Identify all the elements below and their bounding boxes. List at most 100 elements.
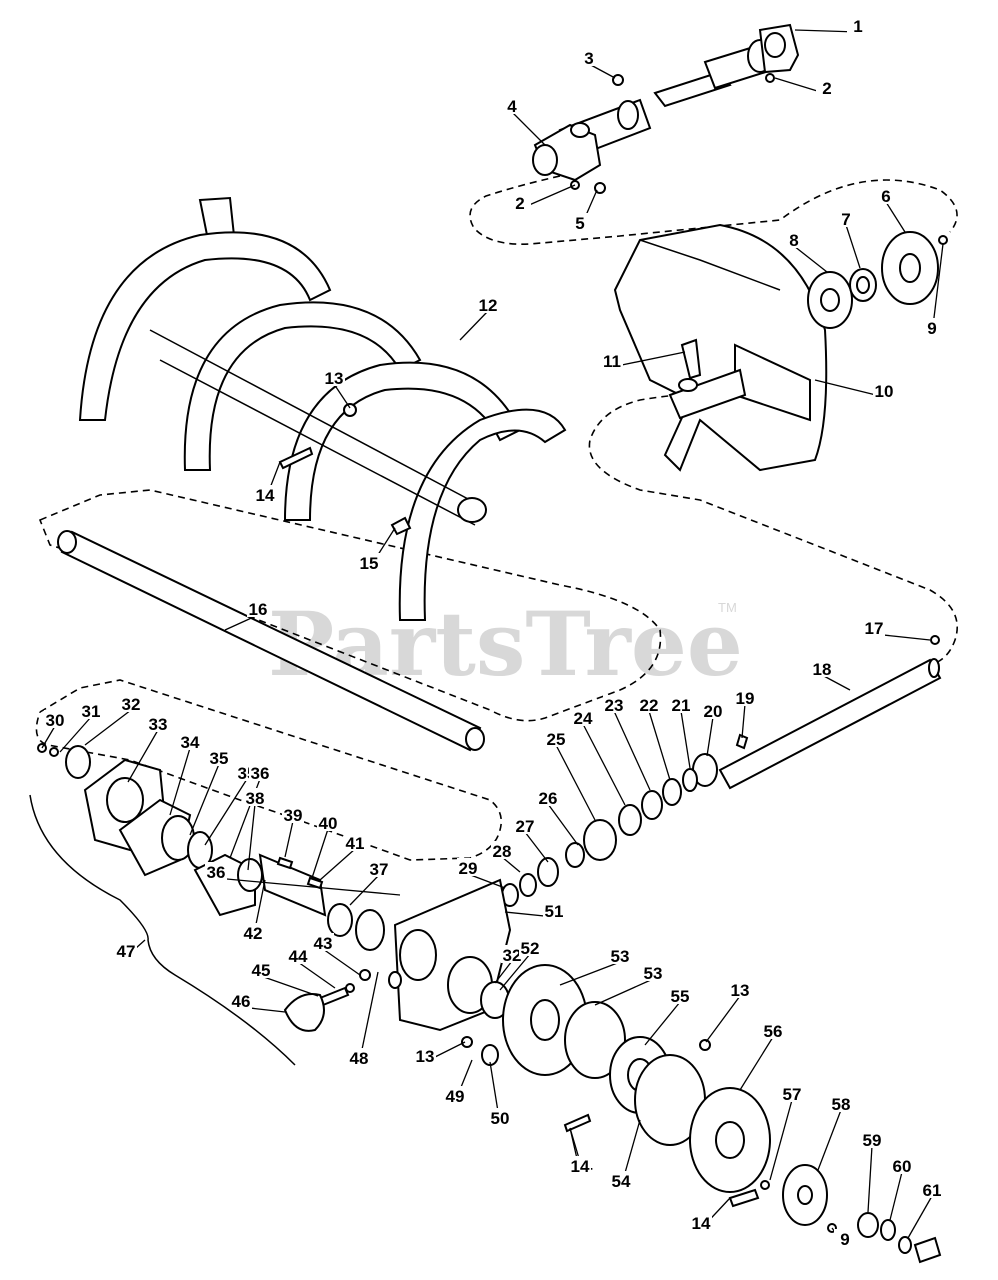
callout-61[interactable]: 61 <box>923 1181 942 1200</box>
callout-bg-13 <box>323 368 345 386</box>
callout-leader-36 <box>215 877 401 896</box>
callout-58[interactable]: 58 <box>832 1095 851 1114</box>
callout-35[interactable]: 35 <box>210 749 229 768</box>
watermark-trademark: TM <box>718 600 737 615</box>
callout-42[interactable]: 42 <box>244 924 263 943</box>
callout-3[interactable]: 3 <box>584 49 593 68</box>
callout-leader-32 <box>494 960 513 984</box>
callout-bg-52 <box>519 938 541 956</box>
callout-13[interactable]: 13 <box>325 369 344 388</box>
callout-2[interactable]: 2 <box>822 79 831 98</box>
callout-19[interactable]: 19 <box>736 689 755 708</box>
callout-22[interactable]: 22 <box>640 696 659 715</box>
callout-32[interactable]: 32 <box>503 946 522 965</box>
callout-6[interactable]: 6 <box>881 187 890 206</box>
callout-44[interactable]: 44 <box>289 947 308 966</box>
callout-bg-37 <box>368 859 390 877</box>
callout-53[interactable]: 53 <box>644 964 663 983</box>
callout-53[interactable]: 53 <box>611 947 630 966</box>
callout-21[interactable]: 21 <box>672 696 691 715</box>
callout-54[interactable]: 54 <box>612 1172 631 1191</box>
callout-34[interactable]: 34 <box>181 733 200 752</box>
callout-30[interactable]: 30 <box>46 711 65 730</box>
callout-36[interactable]: 36 <box>207 863 226 882</box>
callout-bg-42 <box>242 923 264 941</box>
callout-11[interactable]: 11 <box>603 352 621 371</box>
callout-45[interactable]: 45 <box>252 961 271 980</box>
callout-bg-9 <box>921 318 943 336</box>
callout-bg-38 <box>244 788 266 806</box>
callout-14[interactable]: 14 <box>256 486 275 505</box>
callout-13[interactable]: 13 <box>731 981 750 1000</box>
callout-leader-40 <box>311 828 329 879</box>
callout-15[interactable]: 15 <box>360 554 379 573</box>
callout-33[interactable]: 33 <box>149 715 168 734</box>
callout-layer: 1223456789910111213131314141414151617181… <box>41 16 944 1249</box>
callout-bg-39 <box>282 805 304 823</box>
callout-bg-3 <box>578 48 600 66</box>
callout-52[interactable]: 52 <box>521 939 540 958</box>
callout-7[interactable]: 7 <box>841 210 850 229</box>
callout-32[interactable]: 32 <box>122 695 141 714</box>
callout-4[interactable]: 4 <box>507 97 517 116</box>
callout-26[interactable]: 26 <box>539 789 558 808</box>
callout-bg-32 <box>501 945 523 963</box>
callout-40[interactable]: 40 <box>319 814 338 833</box>
driveshaft-assembly <box>532 23 800 194</box>
callout-24[interactable]: 24 <box>574 709 593 728</box>
callout-16[interactable]: 16 <box>249 600 268 619</box>
callout-47[interactable]: 47 <box>117 942 136 961</box>
callout-1[interactable]: 1 <box>853 17 862 36</box>
callout-bg-45 <box>250 960 272 978</box>
callout-9[interactable]: 9 <box>840 1230 849 1249</box>
callout-43[interactable]: 43 <box>314 934 333 953</box>
callout-28[interactable]: 28 <box>493 842 512 861</box>
callout-bg-20 <box>702 701 724 719</box>
callout-bg-44 <box>287 946 309 964</box>
callout-49[interactable]: 49 <box>446 1087 465 1106</box>
callout-48[interactable]: 48 <box>350 1049 369 1068</box>
callout-18[interactable]: 18 <box>813 660 832 679</box>
impeller-assembly <box>613 223 948 472</box>
callout-51[interactable]: 51 <box>545 902 564 921</box>
callout-10[interactable]: 10 <box>875 382 894 401</box>
callout-bg-28 <box>491 841 513 859</box>
callout-leader-58 <box>817 1109 842 1171</box>
callout-9[interactable]: 9 <box>927 319 936 338</box>
callout-31[interactable]: 31 <box>82 702 101 721</box>
callout-leader-35 <box>204 778 248 846</box>
callout-38[interactable]: 38 <box>246 789 265 808</box>
callout-59[interactable]: 59 <box>863 1131 882 1150</box>
group-outline-gearcase <box>35 679 503 861</box>
callout-14[interactable]: 14 <box>571 1157 590 1176</box>
callout-39[interactable]: 39 <box>284 806 303 825</box>
callout-50[interactable]: 50 <box>491 1109 510 1128</box>
callout-13[interactable]: 13 <box>416 1047 435 1066</box>
callout-bg-47 <box>115 941 137 959</box>
callout-leader-12 <box>459 310 489 341</box>
callout-25[interactable]: 25 <box>547 730 566 749</box>
callout-17[interactable]: 17 <box>865 619 884 638</box>
callout-14[interactable]: 14 <box>692 1214 711 1233</box>
callout-60[interactable]: 60 <box>893 1157 912 1176</box>
callout-29[interactable]: 29 <box>459 859 478 878</box>
gearcase-fittings <box>283 969 499 1066</box>
callout-12[interactable]: 12 <box>479 296 498 315</box>
callout-2[interactable]: 2 <box>515 194 524 213</box>
callout-8[interactable]: 8 <box>789 231 798 250</box>
callout-56[interactable]: 56 <box>764 1022 783 1041</box>
callout-leader-20 <box>706 716 714 757</box>
callout-bg-5 <box>569 213 591 231</box>
callout-37[interactable]: 37 <box>370 860 389 879</box>
callout-46[interactable]: 46 <box>232 992 251 1011</box>
callout-leader-45 <box>260 975 319 997</box>
callout-27[interactable]: 27 <box>516 817 535 836</box>
callout-23[interactable]: 23 <box>605 696 624 715</box>
callout-bg-8 <box>783 230 805 248</box>
callout-41[interactable]: 41 <box>346 834 365 853</box>
callout-36[interactable]: 36 <box>251 764 270 783</box>
callout-57[interactable]: 57 <box>783 1085 802 1104</box>
callout-20[interactable]: 20 <box>704 702 723 721</box>
callout-55[interactable]: 55 <box>671 987 690 1006</box>
callout-5[interactable]: 5 <box>575 214 584 233</box>
